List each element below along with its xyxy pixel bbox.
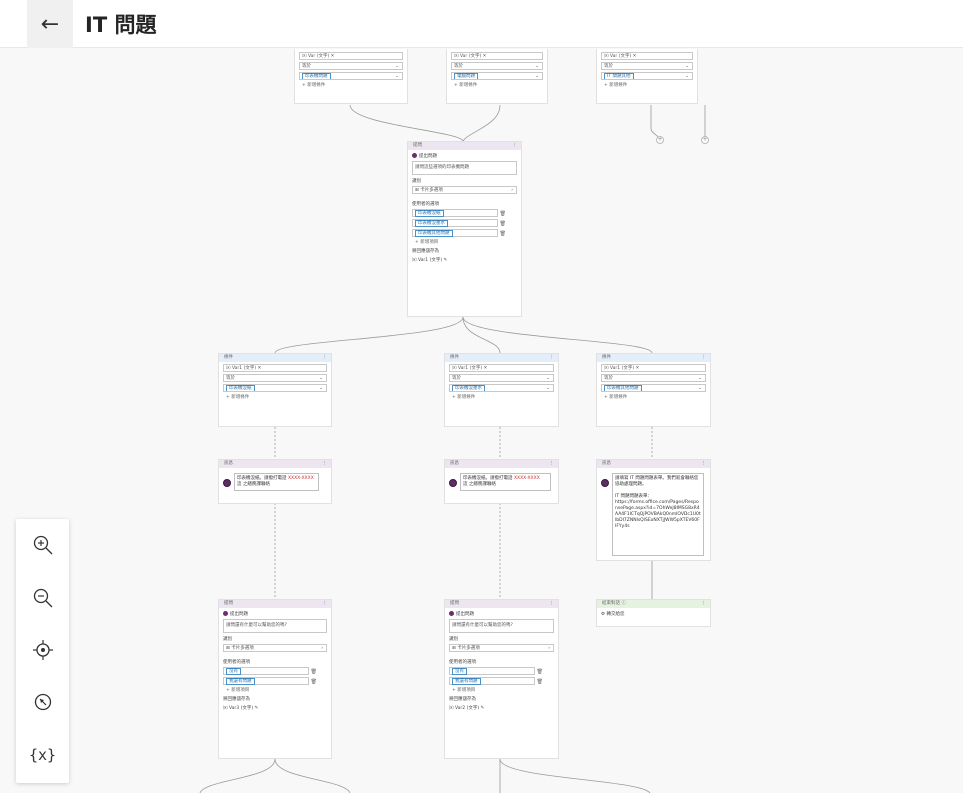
back-button[interactable]: ← bbox=[27, 0, 73, 48]
identify-select[interactable]: ⊞ 卡片多選項› bbox=[449, 644, 554, 652]
add-node-button[interactable]: + bbox=[656, 136, 664, 144]
bot-avatar-icon bbox=[223, 479, 231, 487]
condition-node[interactable]: ⒳ Var (文字) ✕ 等於⌄ 電腦問題⌄ + 新增條件 bbox=[446, 49, 548, 104]
question-node[interactable]: 提問⋮ 提出問題 請問還有什麼可以幫助您的嗎? 識別 ⊞ 卡片多選項› 使用者的… bbox=[218, 599, 332, 759]
variable-icon: ⒳ bbox=[454, 54, 460, 59]
trash-icon[interactable]: 🗑 bbox=[310, 669, 317, 675]
recenter-button[interactable] bbox=[16, 630, 69, 670]
trash-icon[interactable]: 🗑 bbox=[499, 221, 506, 227]
message-node[interactable]: 訊息⋮ 請填寫 IT 問題問題表單。我們就會聯絡您協助處理問題。IT 問題問題表… bbox=[596, 459, 711, 561]
variable-icon: ⒳ bbox=[604, 54, 610, 59]
zoom-in-icon bbox=[33, 535, 52, 555]
option-input[interactable]: 沒有🗑 bbox=[449, 667, 543, 675]
prompt-input[interactable]: 請問還有什麼可以幫助您的嗎? bbox=[449, 619, 554, 633]
compass-icon bbox=[34, 693, 51, 711]
option-input[interactable]: 沒有🗑 bbox=[223, 667, 317, 675]
value-select[interactable]: IT 間題其他⌄ bbox=[601, 72, 693, 80]
variable-chip[interactable]: ⒳ Var1 (文字) ✎ bbox=[412, 258, 448, 263]
add-option-button[interactable]: + 新增項目 bbox=[452, 688, 476, 693]
trash-icon[interactable]: 🗑 bbox=[499, 231, 506, 237]
flow-canvas[interactable]: ⒳ Var (文字) ✕ 等於⌄ 印表機問題⌄ + 新增條件 ⒳ Var (文字… bbox=[0, 49, 963, 793]
add-option-button[interactable]: + 新增項目 bbox=[226, 688, 250, 693]
flow-connectors bbox=[199, 104, 706, 793]
option-input[interactable]: 印表機其他問題🗑 bbox=[412, 229, 506, 237]
condition-node[interactable]: ⒳ Var (文字) ✕ 等於⌄ 印表機問題⌄ + 新增條件 bbox=[294, 49, 408, 104]
compass-button[interactable] bbox=[16, 682, 69, 722]
add-option-button[interactable]: + 新增項目 bbox=[415, 240, 439, 245]
add-condition-button[interactable]: + 新增條件 bbox=[604, 83, 628, 88]
condition-node[interactable]: 條件⋮ ⒳ Var1 (文字) ✕ 等於⌄ 印表機其他問題⌄ + 新增條件 bbox=[596, 353, 711, 427]
arrow-left-icon: ← bbox=[40, 11, 60, 37]
zoom-in-button[interactable] bbox=[16, 525, 69, 565]
zoom-out-icon bbox=[33, 588, 52, 608]
header: ← IT 問題 bbox=[0, 0, 963, 48]
question-node[interactable]: 提問⋮ 提出問題 請問這些選項的印表機問題 識別 ⊞ 卡片多選項› 使用者的選項… bbox=[407, 141, 522, 317]
prompt-input[interactable]: 請問這些選項的印表機問題 bbox=[412, 161, 517, 175]
variable-icon: ⒳ bbox=[604, 366, 610, 371]
value-select[interactable]: 印表機沒墨水⌄ bbox=[449, 384, 554, 392]
variable-icon: ⒳ bbox=[302, 54, 308, 59]
zoom-out-button[interactable] bbox=[16, 578, 69, 618]
prompt-input[interactable]: 請問還有什麼可以幫助您的嗎? bbox=[223, 619, 327, 633]
variables-icon: {x} bbox=[28, 746, 57, 764]
value-select[interactable]: 電腦問題⌄ bbox=[451, 72, 543, 80]
value-select[interactable]: 印表機其他問題⌄ bbox=[601, 384, 706, 392]
trash-icon[interactable]: 🗑 bbox=[310, 679, 317, 685]
variable-chip[interactable]: ⒳ Var3 (文字) ✎ bbox=[223, 706, 259, 711]
bot-avatar-icon bbox=[412, 153, 417, 158]
condition-node[interactable]: ⒳ Var (文字) ✕ 等於⌄ IT 間題其他⌄ + 新增條件 bbox=[596, 49, 698, 104]
condition-node[interactable]: 條件⋮ ⒳ Var1 (文字) ✕ 等於⌄ 印表機沒紙⌄ + 新增條件 bbox=[218, 353, 332, 427]
add-condition-button[interactable]: + 新增條件 bbox=[452, 395, 476, 400]
page-title: IT 問題 bbox=[85, 13, 157, 37]
value-select[interactable]: 印表機問題⌄ bbox=[299, 72, 403, 80]
transfer-icon: ⚙ bbox=[601, 612, 606, 617]
option-input[interactable]: 我還有問題🗑 bbox=[223, 677, 317, 685]
question-node[interactable]: 提問⋮ 提出問題 請問還有什麼可以幫助您的嗎? 識別 ⊞ 卡片多選項› 使用者的… bbox=[444, 599, 559, 759]
trash-icon[interactable]: 🗑 bbox=[536, 679, 543, 685]
crosshair-icon bbox=[32, 640, 53, 660]
variable-icon: ⒳ bbox=[452, 366, 458, 371]
add-node-button[interactable]: + bbox=[701, 136, 709, 144]
identify-select[interactable]: ⊞ 卡片多選項› bbox=[223, 644, 327, 652]
operator-select[interactable]: 等於⌄ bbox=[451, 62, 543, 70]
variables-button[interactable]: {x} bbox=[16, 735, 69, 775]
condition-node[interactable]: 條件⋮ ⒳ Var1 (文字) ✕ 等於⌄ 印表機沒墨水⌄ + 新增條件 bbox=[444, 353, 559, 427]
operator-select[interactable]: 等於⌄ bbox=[601, 62, 693, 70]
message-text[interactable]: 請填寫 IT 問題問題表單。我們就會聯絡您協助處理問題。IT 問題問題表單：ht… bbox=[612, 473, 704, 556]
bot-avatar-icon bbox=[601, 479, 609, 487]
bot-avatar-icon bbox=[449, 479, 457, 487]
bot-avatar-icon bbox=[449, 611, 454, 616]
add-condition-button[interactable]: + 新增條件 bbox=[226, 395, 250, 400]
option-input[interactable]: 我還有問題🗑 bbox=[449, 677, 543, 685]
operator-select[interactable]: 等於⌄ bbox=[223, 374, 327, 382]
end-conversation-node[interactable]: 結束對話 ⓘ⋮ ⚙ 轉交給您 bbox=[596, 599, 711, 627]
identify-select[interactable]: ⊞ 卡片多選項› bbox=[412, 186, 517, 194]
add-condition-button[interactable]: + 新增條件 bbox=[302, 83, 326, 88]
variable-chip[interactable]: ⒳ Var2 (文字) ✎ bbox=[449, 706, 485, 711]
value-select[interactable]: 印表機沒紙⌄ bbox=[223, 384, 327, 392]
add-condition-button[interactable]: + 新增條件 bbox=[604, 395, 628, 400]
operator-select[interactable]: 等於⌄ bbox=[299, 62, 403, 70]
trash-icon[interactable]: 🗑 bbox=[499, 211, 506, 217]
option-input[interactable]: 印表機沒墨水🗑 bbox=[412, 219, 506, 227]
bot-avatar-icon bbox=[223, 611, 228, 616]
operator-select[interactable]: 等於⌄ bbox=[601, 374, 706, 382]
add-condition-button[interactable]: + 新增條件 bbox=[454, 83, 478, 88]
trash-icon[interactable]: 🗑 bbox=[536, 669, 543, 675]
operator-select[interactable]: 等於⌄ bbox=[449, 374, 554, 382]
zoom-toolbar: {x} bbox=[16, 519, 69, 783]
option-input[interactable]: 印表機沒紙🗑 bbox=[412, 209, 506, 217]
variable-icon: ⒳ bbox=[226, 366, 232, 371]
